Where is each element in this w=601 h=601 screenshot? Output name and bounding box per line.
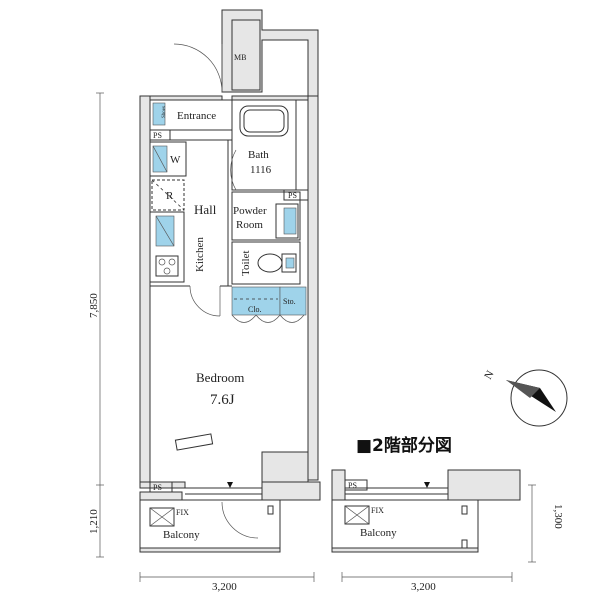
kitchen-counter xyxy=(149,211,185,283)
closet xyxy=(231,286,281,316)
balcony-drain xyxy=(267,505,274,515)
shoes-label: Shoes xyxy=(162,106,167,118)
toilet-label: Toilet xyxy=(240,250,252,276)
bath-room xyxy=(231,99,297,191)
storage xyxy=(279,286,307,316)
ps-bath-box xyxy=(283,189,309,201)
main-top-wall-right xyxy=(231,95,309,101)
compass-arrow-shadow xyxy=(506,380,540,398)
bottom-left-block xyxy=(139,491,183,501)
bottom-wall-right xyxy=(261,481,321,501)
bedroom-bottom-right-wall xyxy=(261,451,309,483)
dim-width-main: 3,200 xyxy=(212,581,237,593)
hall-label: Hall xyxy=(194,202,217,217)
fix-label: FIX xyxy=(176,508,189,517)
ps-top-label: PS xyxy=(153,131,162,140)
fix2-box xyxy=(344,505,370,525)
burner-3 xyxy=(163,267,171,275)
vanity xyxy=(275,203,299,239)
burner-1 xyxy=(158,258,166,266)
balcony2-drain xyxy=(461,505,468,515)
main-top-wall xyxy=(149,95,223,101)
ps-bath-label: PS xyxy=(288,191,297,200)
bathtub xyxy=(239,105,289,137)
bath-size-label: 1116 xyxy=(250,164,272,176)
fix-x2 xyxy=(149,507,175,527)
balcony2-parapet xyxy=(331,547,479,553)
powder-label-1: Powder xyxy=(233,205,267,217)
second-floor-title: ■2階部分図 xyxy=(356,435,452,456)
ps-balcony-label: PS xyxy=(153,483,162,492)
ps-balcony-box xyxy=(149,481,173,493)
dim2-width: 3,200 xyxy=(411,581,436,593)
toilet-tank xyxy=(281,253,297,273)
bathtub-inner xyxy=(243,109,285,133)
fix-box xyxy=(149,507,175,527)
r-label: R xyxy=(166,190,174,202)
entrance-label: Entrance xyxy=(177,110,216,122)
fridge-diag xyxy=(151,179,185,211)
toilet-bowl xyxy=(257,253,283,273)
stove-top xyxy=(155,255,179,277)
fix2-label: FIX xyxy=(371,506,384,515)
window-marker xyxy=(227,482,233,488)
balcony2-drain-2 xyxy=(461,539,468,549)
balcony-door-arc xyxy=(221,501,259,539)
w-label: W xyxy=(170,154,181,166)
washer-space xyxy=(149,141,187,177)
bottom-wall-left xyxy=(139,481,186,489)
bedroom-label: Bedroom xyxy=(196,370,244,385)
fridge-space xyxy=(151,179,185,211)
balcony-parapet xyxy=(139,547,281,553)
storage-door xyxy=(279,314,305,323)
bath-label: Bath xyxy=(248,149,269,161)
shoes-cabinet xyxy=(152,102,166,126)
kitchen-sink-diag xyxy=(155,215,175,247)
fix2-x2 xyxy=(344,505,370,525)
burner-2 xyxy=(168,258,176,266)
compass-circle xyxy=(510,369,568,427)
balcony2-right-wall xyxy=(447,469,521,501)
balcony2-outline xyxy=(331,499,479,553)
washer-diag xyxy=(152,145,168,173)
vanity-sink xyxy=(283,207,297,235)
compass-north-label: N xyxy=(482,369,496,382)
bath-door-arc xyxy=(230,149,237,191)
ps2-box xyxy=(344,479,368,491)
bedroom-door-swing xyxy=(189,285,221,317)
dim-height-main: 7,850 xyxy=(88,293,100,318)
dim-height-balcony: 1,210 xyxy=(88,509,100,534)
balcony2-top-wall xyxy=(331,469,346,501)
dim2-height: 1,300 xyxy=(552,504,564,529)
toilet-sink xyxy=(285,257,295,269)
toilet-room xyxy=(231,241,301,285)
mb-box xyxy=(231,19,261,91)
kitchen-label: Kitchen xyxy=(194,237,206,272)
balcony2-label: Balcony xyxy=(360,527,397,539)
ps2-label: PS xyxy=(348,481,357,490)
window2-marker xyxy=(424,482,430,488)
powder-room xyxy=(231,191,301,241)
bedroom-size-label: 7.6J xyxy=(210,392,235,408)
entrance-door-swing xyxy=(173,43,223,93)
powder-label-2: Room xyxy=(236,219,263,231)
mb-label: MB xyxy=(234,53,246,62)
balcony-label: Balcony xyxy=(163,529,200,541)
sto-label: Sto. xyxy=(283,297,296,306)
bedroom-ac-unit xyxy=(174,433,214,451)
closet-door-2 xyxy=(255,314,281,323)
main-outer-wall-left xyxy=(139,95,151,483)
clo-label: Clo. xyxy=(248,305,262,314)
closet-door-1 xyxy=(231,314,257,323)
